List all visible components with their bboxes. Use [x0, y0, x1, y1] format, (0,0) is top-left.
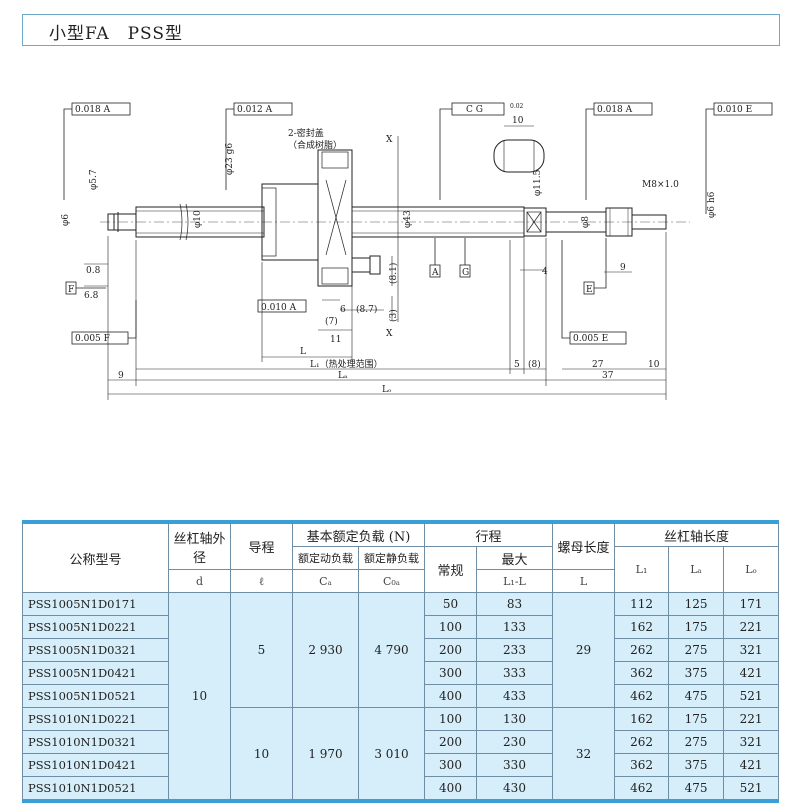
- hdr-max: 最大: [475, 546, 554, 570]
- key-width-label: 10: [512, 116, 524, 126]
- table-row: PSS1010N1D0521 400 430 462 475 521: [22, 776, 780, 803]
- hdr-stat: 额定静负载: [358, 546, 425, 570]
- hdr-load: 基本额定负载 (N): [292, 520, 425, 547]
- section-x-bottom: X: [386, 329, 393, 339]
- hdr-shaft-len: 丝杠轴长度: [614, 520, 780, 547]
- cell-c0a-1: 4 790: [358, 592, 425, 708]
- page-title: 小型FA PSS型: [49, 24, 184, 44]
- dim-la: Lₐ: [338, 371, 348, 381]
- dim-5: 5: [514, 360, 520, 370]
- dim-0-8: 0.8: [86, 266, 101, 276]
- phi5-7-label: φ5.7: [89, 169, 99, 190]
- table-row: PSS1005N1D0421 300 333 362 375 421: [22, 661, 780, 685]
- dim-11: 11: [330, 335, 341, 345]
- table-row: PSS1010N1D0421 300 330 362 375 421: [22, 753, 780, 777]
- dim-lo: Lₒ: [382, 385, 392, 395]
- table-row: PSS1010N1D0221 10 1 970 3 010 100 130 32…: [22, 707, 780, 803]
- dim-27: 27: [592, 360, 604, 370]
- tol-key-val: 0.02: [510, 103, 524, 110]
- dim-8-7: (8.7): [356, 304, 377, 315]
- datum-e: E: [586, 285, 593, 295]
- dim-9-left: 9: [118, 371, 124, 381]
- cell-d: 10: [168, 592, 231, 803]
- tol-nut: 0.012 A: [237, 105, 273, 115]
- tol-right2: 0.010 E: [717, 105, 752, 115]
- dim-4: 4: [542, 267, 548, 277]
- cell-ca-2: 1 970: [292, 707, 359, 803]
- tol-key: C G: [466, 105, 483, 115]
- cell-nut-1: 29: [552, 592, 616, 708]
- tol-left: 0.018 A: [75, 105, 111, 115]
- dim-3: (3): [388, 309, 399, 322]
- seal-label: 2-密封盖: [288, 127, 324, 139]
- hdr-sym-d: d: [168, 569, 231, 593]
- nut-flange: [317, 149, 353, 287]
- hdr-model: 公称型号: [22, 520, 169, 593]
- spec-table: 公称型号 丝杠轴外径 导程 基本额定负载 (N) 行程 螺母长度 丝杠轴长度 额…: [22, 520, 780, 803]
- hdr-stroke: 行程: [423, 520, 554, 547]
- hdr-dyn: 额定动负载: [292, 546, 359, 570]
- key-section: [493, 139, 545, 173]
- hdr-sym-nut: L: [552, 569, 616, 593]
- cell-c0a-2: 3 010: [358, 707, 425, 803]
- phi6-right-label: φ6 h6: [707, 191, 717, 218]
- tol-right1: 0.018 A: [597, 105, 633, 115]
- cell-nut-2: 32: [552, 707, 616, 803]
- tol-left-bottom: 0.005 F: [75, 334, 110, 344]
- technical-drawing: 0.018 A 0.012 A C G 0.02 0.018 A 0.010 E…: [61, 102, 773, 400]
- dim-37: 37: [602, 371, 614, 381]
- dim-6: 6: [340, 305, 346, 315]
- datum-f: F: [68, 285, 74, 295]
- hdr-sym-c0a: C₀ₐ: [358, 569, 425, 593]
- cell-lead-1: 5: [230, 592, 293, 708]
- phi8-label: φ8: [581, 216, 591, 228]
- hdr-shaft-dia: 丝杠轴外径: [168, 520, 231, 570]
- m8-label: M8×1.0: [642, 180, 679, 190]
- hdr-sym-l1l: L₁-L: [475, 569, 554, 593]
- hdr-sym-la: Lₐ: [668, 546, 725, 593]
- seal-sub: （合成树脂）: [288, 139, 342, 151]
- hdr-sym-lead: ℓ: [230, 569, 293, 593]
- screw-shaft-left: [135, 206, 265, 238]
- cell-ca-1: 2 930: [292, 592, 359, 708]
- table-row: PSS1005N1D0221 100 133 162 175 221: [22, 615, 780, 639]
- dim-9-right: 9: [620, 263, 626, 273]
- dim-l: L: [300, 347, 306, 357]
- title-bar: 小型FA PSS型: [22, 14, 780, 46]
- section-x-top: X: [386, 135, 393, 145]
- hdr-sym-lo: Lₒ: [723, 546, 780, 593]
- tol-nut-flange: 0.010 A: [261, 303, 297, 313]
- phi6-left-label: φ6: [61, 214, 71, 226]
- hdr-normal: 常规: [424, 546, 477, 593]
- cell-lead-2: 10: [230, 707, 293, 803]
- hdr-sym-l1: L₁: [614, 546, 670, 593]
- datum-g: G: [462, 268, 469, 278]
- phi23-label: φ23 g6: [225, 143, 235, 175]
- hdr-lead: 导程: [230, 520, 293, 570]
- table-row: PSS1005N1D0171 10 5 2 930 4 790 50 83 29…: [22, 592, 780, 803]
- table-row: PSS1005N1D0321 200 233 262 275 321: [22, 638, 780, 662]
- dim-l1: L₁（热处理范围）: [310, 358, 383, 370]
- phi43-label: φ43: [403, 210, 413, 228]
- phi10-label: φ10: [193, 210, 203, 228]
- right-journal: [631, 214, 667, 230]
- dim-8p: (8): [528, 359, 541, 370]
- dim-7: (7): [325, 316, 338, 327]
- datum-a: A: [431, 268, 439, 278]
- hdr-sym-ca: Cₐ: [292, 569, 359, 593]
- table-row: PSS1010N1D0321 200 230 262 275 321: [22, 730, 780, 754]
- dim-6-8: 6.8: [84, 291, 99, 301]
- tol-right-bottom: 0.005 E: [573, 334, 608, 344]
- phi11-5-label: φ11.5: [533, 169, 543, 196]
- dim-10-end: 10: [648, 360, 660, 370]
- table-row: PSS1005N1D0521 400 433 462 475 521: [22, 684, 780, 708]
- hdr-nut-len: 螺母长度: [552, 520, 616, 570]
- dim-8-1: (8.1): [388, 263, 399, 284]
